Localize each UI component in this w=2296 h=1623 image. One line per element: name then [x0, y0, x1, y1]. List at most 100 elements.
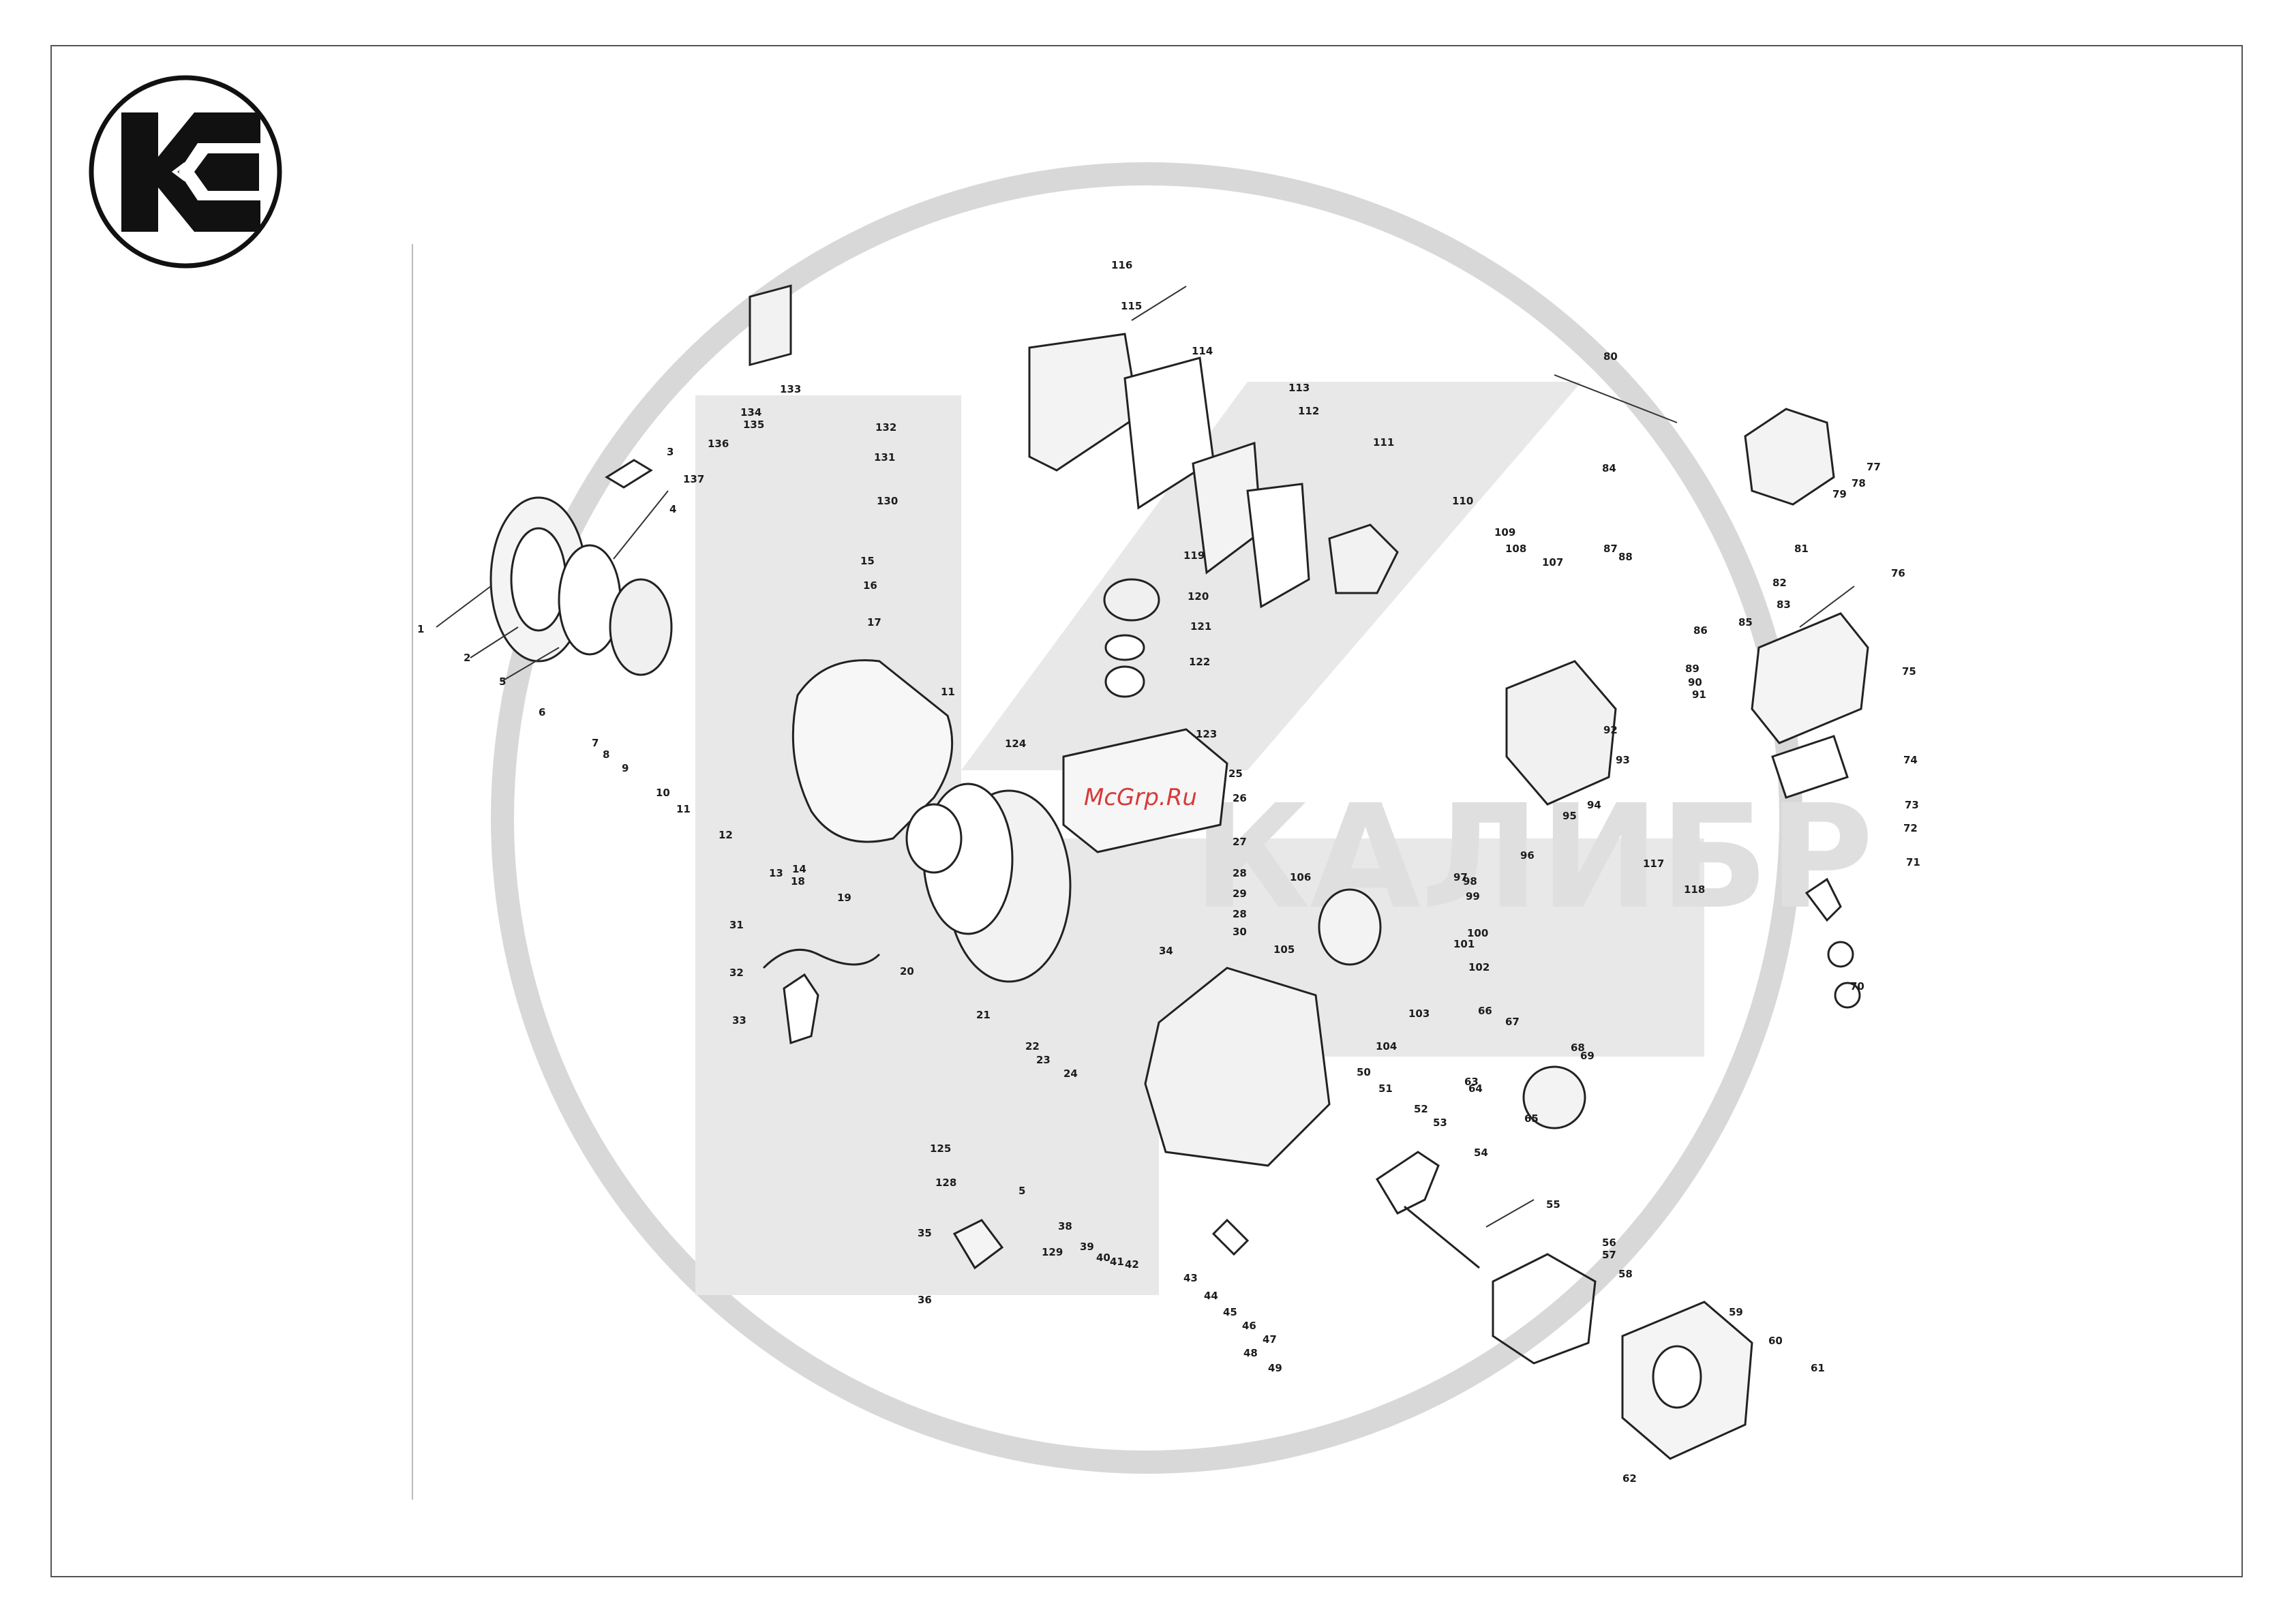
callout-number: 102 [1468, 961, 1490, 973]
callout-number: 8 [603, 748, 609, 761]
callout-number: 110 [1452, 495, 1473, 507]
callout-number: 30 [1233, 926, 1247, 938]
callout-number: 77 [1867, 461, 1881, 473]
callout-number: 111 [1373, 436, 1394, 449]
callout-number: 57 [1602, 1249, 1616, 1261]
callout-number: 6 [539, 706, 545, 718]
callout-number: 52 [1414, 1103, 1428, 1115]
callout-number: 72 [1903, 822, 1918, 834]
watermark-brand: КАЛИБР [1193, 774, 1873, 941]
callout-number: 44 [1204, 1290, 1218, 1302]
callout-number: 86 [1693, 624, 1708, 637]
callout-number: 108 [1505, 543, 1526, 555]
callout-number: 75 [1902, 665, 1916, 678]
callout-number: 22 [1025, 1040, 1040, 1052]
callout-number: 27 [1233, 836, 1247, 848]
callout-number: 97 [1453, 871, 1468, 883]
callout-number: 63 [1464, 1076, 1479, 1088]
callout-number: 104 [1376, 1040, 1397, 1052]
callout-number: 68 [1571, 1042, 1585, 1054]
callout-number: 66 [1478, 1005, 1492, 1017]
k-logo-icon [89, 75, 282, 269]
callout-number: 113 [1288, 382, 1310, 394]
callout-number: 58 [1618, 1268, 1633, 1280]
callout-number: 121 [1190, 620, 1211, 633]
callout-number: 131 [874, 451, 895, 464]
parts-drawing [489, 284, 1869, 1460]
callout-number: 32 [729, 967, 744, 979]
callout-number: 135 [743, 419, 764, 431]
callout-number: 26 [1233, 792, 1247, 804]
fuel-tank [1062, 728, 1228, 853]
callout-number: 50 [1357, 1066, 1371, 1078]
callout-number: 74 [1903, 754, 1918, 766]
callout-number: 3 [667, 446, 674, 458]
watermark-site: McGrp.Ru [1084, 784, 1197, 811]
callout-number: 15 [860, 555, 875, 567]
callout-number: 56 [1602, 1237, 1616, 1249]
callout-number: 31 [729, 919, 744, 931]
callout-number: 106 [1290, 871, 1311, 883]
callout-number: 115 [1121, 300, 1142, 312]
callout-number: 1 [417, 623, 424, 635]
callout-number: 47 [1263, 1333, 1277, 1346]
callout-number: 118 [1684, 883, 1705, 896]
callout-number: 105 [1273, 943, 1295, 956]
callout-number: 53 [1433, 1117, 1447, 1129]
ignition-coil [783, 973, 819, 1045]
callout-number: 128 [935, 1177, 956, 1189]
callout-number: 60 [1768, 1335, 1783, 1347]
callout-number: 93 [1616, 754, 1630, 766]
callout-number: 112 [1298, 405, 1319, 417]
callout-number: 62 [1622, 1472, 1637, 1485]
callout-number: 92 [1603, 724, 1618, 736]
callout-number: 76 [1891, 567, 1905, 579]
callout-number: 96 [1520, 849, 1535, 862]
callout-number: 117 [1643, 858, 1664, 870]
callout-number: 45 [1223, 1306, 1237, 1318]
callout-number: 12 [719, 829, 733, 841]
callout-number: 91 [1692, 688, 1706, 701]
callout-number: 28 [1233, 908, 1247, 920]
callout-number: 14 [792, 863, 806, 875]
callout-number: 28 [1233, 867, 1247, 879]
callout-number: 83 [1777, 598, 1791, 611]
callout-number: 34 [1159, 945, 1173, 957]
callout-number: 87 [1603, 543, 1618, 555]
camshaft-gear [1522, 1065, 1586, 1129]
callout-number: 69 [1580, 1050, 1595, 1062]
callout-number: 103 [1408, 1007, 1430, 1020]
callout-number: 130 [877, 495, 898, 507]
callout-number: 5 [1018, 1185, 1025, 1197]
callout-number: 133 [780, 383, 801, 395]
callout-number: 73 [1905, 799, 1919, 811]
callout-number: 100 [1467, 927, 1488, 939]
callout-number: 59 [1729, 1306, 1743, 1318]
callout-number: 82 [1772, 577, 1787, 589]
callout-number: 99 [1466, 890, 1480, 902]
callout-number: 125 [930, 1142, 951, 1155]
callout-number: 13 [769, 867, 783, 879]
callout-number: 94 [1587, 799, 1601, 811]
callout-number: 11 [676, 803, 691, 815]
carburetor [1328, 524, 1399, 594]
callout-number: 116 [1111, 259, 1132, 271]
callout-number: 95 [1562, 810, 1577, 822]
callout-number: 101 [1453, 938, 1475, 950]
crankcase-gasket [1492, 1253, 1597, 1365]
callout-number: 40 [1096, 1252, 1111, 1264]
callout-number: 124 [1005, 738, 1026, 750]
callout-number: 80 [1603, 350, 1618, 363]
callout-number: 20 [900, 965, 914, 977]
callout-number: 119 [1183, 549, 1205, 562]
callout-number: 134 [740, 406, 761, 419]
callout-number: 109 [1494, 526, 1515, 539]
callout-number: 7 [592, 737, 599, 749]
callout-number: 25 [1228, 768, 1243, 780]
callout-number: 29 [1233, 888, 1247, 900]
callout-number: 11 [941, 686, 955, 698]
callout-number: 70 [1850, 980, 1864, 992]
callout-number: 89 [1685, 663, 1700, 675]
callout-number: 90 [1688, 676, 1702, 688]
